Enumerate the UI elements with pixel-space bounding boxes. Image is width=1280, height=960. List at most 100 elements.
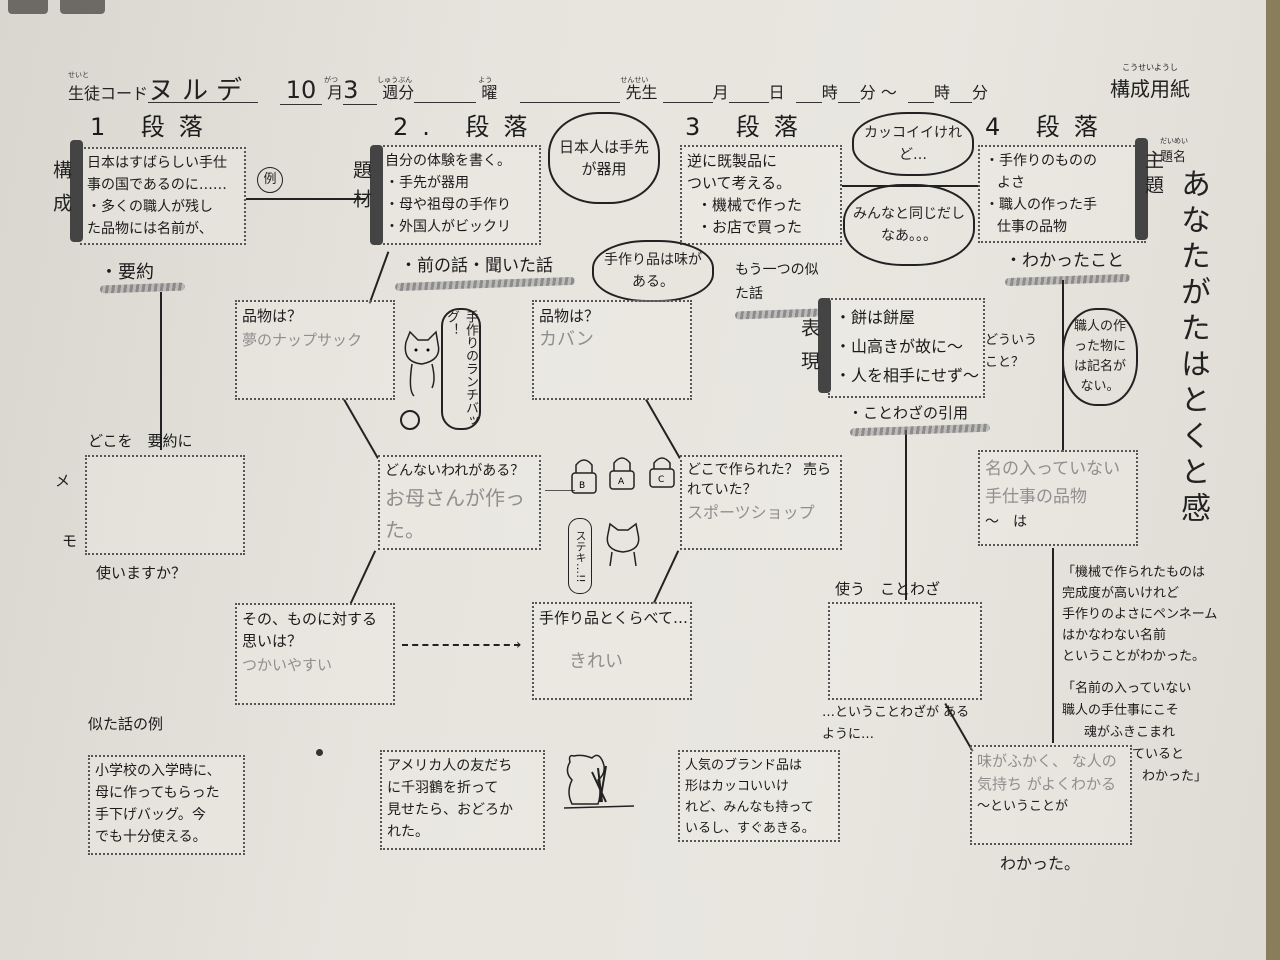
line: ・職人の作った手 <box>985 197 1097 213</box>
thought-cloud-cool: カッコイイけれど… <box>852 112 974 176</box>
answer-text: カバン <box>539 329 594 350</box>
feeling-box[interactable]: その、ものに対する思いは？ つかいやすい <box>235 603 395 705</box>
quote-note-2: 「名前の入っていない職人の手仕事にこそ魂がふきこまれているとわかった」 <box>1062 678 1207 788</box>
example-box-1[interactable]: 小学校の入学時に、母に作ってもらった手下げバッグ。今でも十分使える。 <box>88 755 245 855</box>
side-label-theme: 主題 <box>1140 150 1164 207</box>
memo-label-mo: モ <box>62 532 78 550</box>
question-text: どこで作られた？ 売られていた？ <box>687 462 832 498</box>
padlock-letter: C <box>658 475 664 485</box>
compare-box[interactable]: 手作り品とくらべて… きれい <box>532 602 692 700</box>
paragraph-3-box[interactable]: 逆に既製品について考える。・機械で作った・お店で買った <box>680 145 842 245</box>
speech-bubble-lunchbag: 手作りのランチバッグ！ <box>441 308 481 430</box>
line: よさ <box>997 175 1025 191</box>
paragraph-number: 3 <box>685 113 715 141</box>
understood-end-label: わかった。 <box>1000 854 1081 873</box>
use-proverb-label: 使う ことわざ <box>835 580 941 598</box>
use-question-label: 使いますか？ <box>96 564 187 582</box>
example-box-2[interactable]: アメリカ人の友だちに千羽鶴を折って見せたら、おどろかれた。 <box>380 750 545 850</box>
paragraph-number: 4 <box>985 113 1015 141</box>
proverb-after-label: …ということわざが あるように… <box>822 705 970 742</box>
what-mean-label: どういうこと？ <box>985 333 1038 370</box>
paragraph-number: 2. <box>393 113 444 141</box>
teacher-label: 先生 <box>625 83 658 102</box>
proverb-box[interactable] <box>828 602 982 700</box>
conclusion-box[interactable]: 味がふかく、 な人の気持ち がよくわかる 〜ということが <box>970 745 1132 845</box>
line: 逆に既製品に <box>687 152 778 170</box>
note-line: 手作りのよさにペンネーム <box>1062 607 1218 622</box>
thought-cloud-no-name: 職人の作った物には記名がない。 <box>1062 308 1138 406</box>
title-label: だいめい 題名 <box>1160 136 1188 165</box>
marker-bar <box>70 140 83 242</box>
item-box-2[interactable]: 品物は？ カバン <box>532 300 692 400</box>
side-label-expression: 表現 <box>796 318 820 391</box>
item-box-1[interactable]: 品物は？ 夢のナップサック <box>235 300 395 400</box>
proverb-item: ・人を相手にせず〜 <box>835 366 980 385</box>
week-label: 週分 <box>382 83 415 102</box>
furigana: だいめい <box>1160 137 1188 145</box>
expression-box[interactable]: ・餅は餅屋・山高きが故に〜・人を相手にせず〜 <box>828 298 985 398</box>
arrow-line <box>905 430 907 600</box>
binder-clip <box>8 0 48 14</box>
memo-label-me: メ <box>55 472 71 490</box>
answer-text: スポーツショップ <box>687 503 815 522</box>
minute-label: 分 <box>859 83 876 102</box>
memo-box[interactable] <box>85 455 245 555</box>
arrow-line <box>160 292 162 450</box>
bubble-text: ステキ…!! <box>574 529 587 583</box>
line: 見せたら、おどろか <box>387 802 513 818</box>
where-summary-label: どこを 要約に <box>88 432 193 450</box>
proverb-quote-label: ・ことわざの引用 <box>848 404 969 422</box>
answer-text: きれい <box>569 651 623 672</box>
where-made-box[interactable]: どこで作られた？ 売られていた？ スポーツショップ <box>680 455 842 550</box>
line: ・多くの職人が残し <box>87 199 213 215</box>
connector-line <box>652 550 679 604</box>
line: ・母や祖母の手作り <box>385 197 511 213</box>
paragraph-4-box[interactable]: ・手作りのもののよさ・職人の作った手仕事の品物 <box>978 145 1146 243</box>
arrow-head-icon: › <box>516 637 522 653</box>
answer-text: つかいやすい <box>242 656 333 674</box>
furigana: せんせい <box>620 76 649 84</box>
connector-line <box>343 399 379 459</box>
weekday-label: 曜 <box>481 83 498 102</box>
similar-examples-label: 似た話の例 <box>88 715 164 733</box>
month-value[interactable]: 10 <box>280 76 322 105</box>
pencil-shading <box>99 282 186 294</box>
side-label-text: 題材 <box>350 160 372 218</box>
origin-box[interactable]: どんないわれがある？ お母さんが作った。 <box>378 455 541 550</box>
summary-label: ・要約 <box>100 262 154 283</box>
connector-line <box>349 550 376 604</box>
line: 日本はすばらしい手仕 <box>87 155 227 171</box>
pencil-shading <box>849 423 991 437</box>
line: 自分の体験を書く。 <box>385 153 511 169</box>
connector-line <box>645 399 681 459</box>
line: いるし、すぐあきる。 <box>685 821 815 836</box>
background-carpet <box>1266 0 1280 960</box>
answer-text: 味がふかく、 な人の気持ち がよくわかる <box>977 752 1117 793</box>
note-line: はかなわない名前 <box>1062 628 1167 643</box>
paragraph-1-box[interactable]: 日本はすばらしい手仕事の国であるのに……・多くの職人が残した品物には名前が、 <box>80 147 246 245</box>
question-text: 品物は？ <box>539 307 600 325</box>
connector-line <box>368 251 389 304</box>
suffix-text: 〜ということが <box>977 799 1069 814</box>
minute2-label: 分 <box>972 83 989 102</box>
another-story-label: もう一つの似た話 <box>735 262 819 302</box>
no-name-box[interactable]: 名の入っていない 手仕事の品物 〜 は <box>978 450 1138 546</box>
paragraph-2-box[interactable]: 自分の体験を書く。・手先が器用・母や祖母の手作り・外国人がビックリ <box>378 145 541 245</box>
line: ・外国人がビックリ <box>385 219 511 235</box>
arrow-line <box>1052 548 1054 743</box>
side-label-text: 表現 <box>798 318 820 384</box>
paragraph-3-heading: 3 段落 <box>685 113 812 141</box>
line: 母に作ってもらった <box>95 785 220 801</box>
student-name[interactable]: ヌルデ <box>148 78 259 104</box>
title-label-text: 題名 <box>1160 150 1187 165</box>
paragraph-2-heading: 2. 段落 <box>393 113 542 141</box>
line: 事の国であるのに…… <box>87 177 227 193</box>
answer-text: お母さんが作った。 <box>385 486 525 542</box>
essay-title[interactable]: あなたがたはとくと感 <box>1175 168 1210 528</box>
connector-line <box>545 490 575 491</box>
week-value[interactable]: 3 <box>343 76 378 105</box>
furigana: こうせいようし <box>1122 63 1178 72</box>
marker-bar <box>370 145 383 245</box>
paragraph-4-heading: 4 段落 <box>985 113 1112 141</box>
example-box-3[interactable]: 人気のブランド品は形はカッコいいけれど、みんなも持っているし、すぐあきる。 <box>678 750 840 842</box>
